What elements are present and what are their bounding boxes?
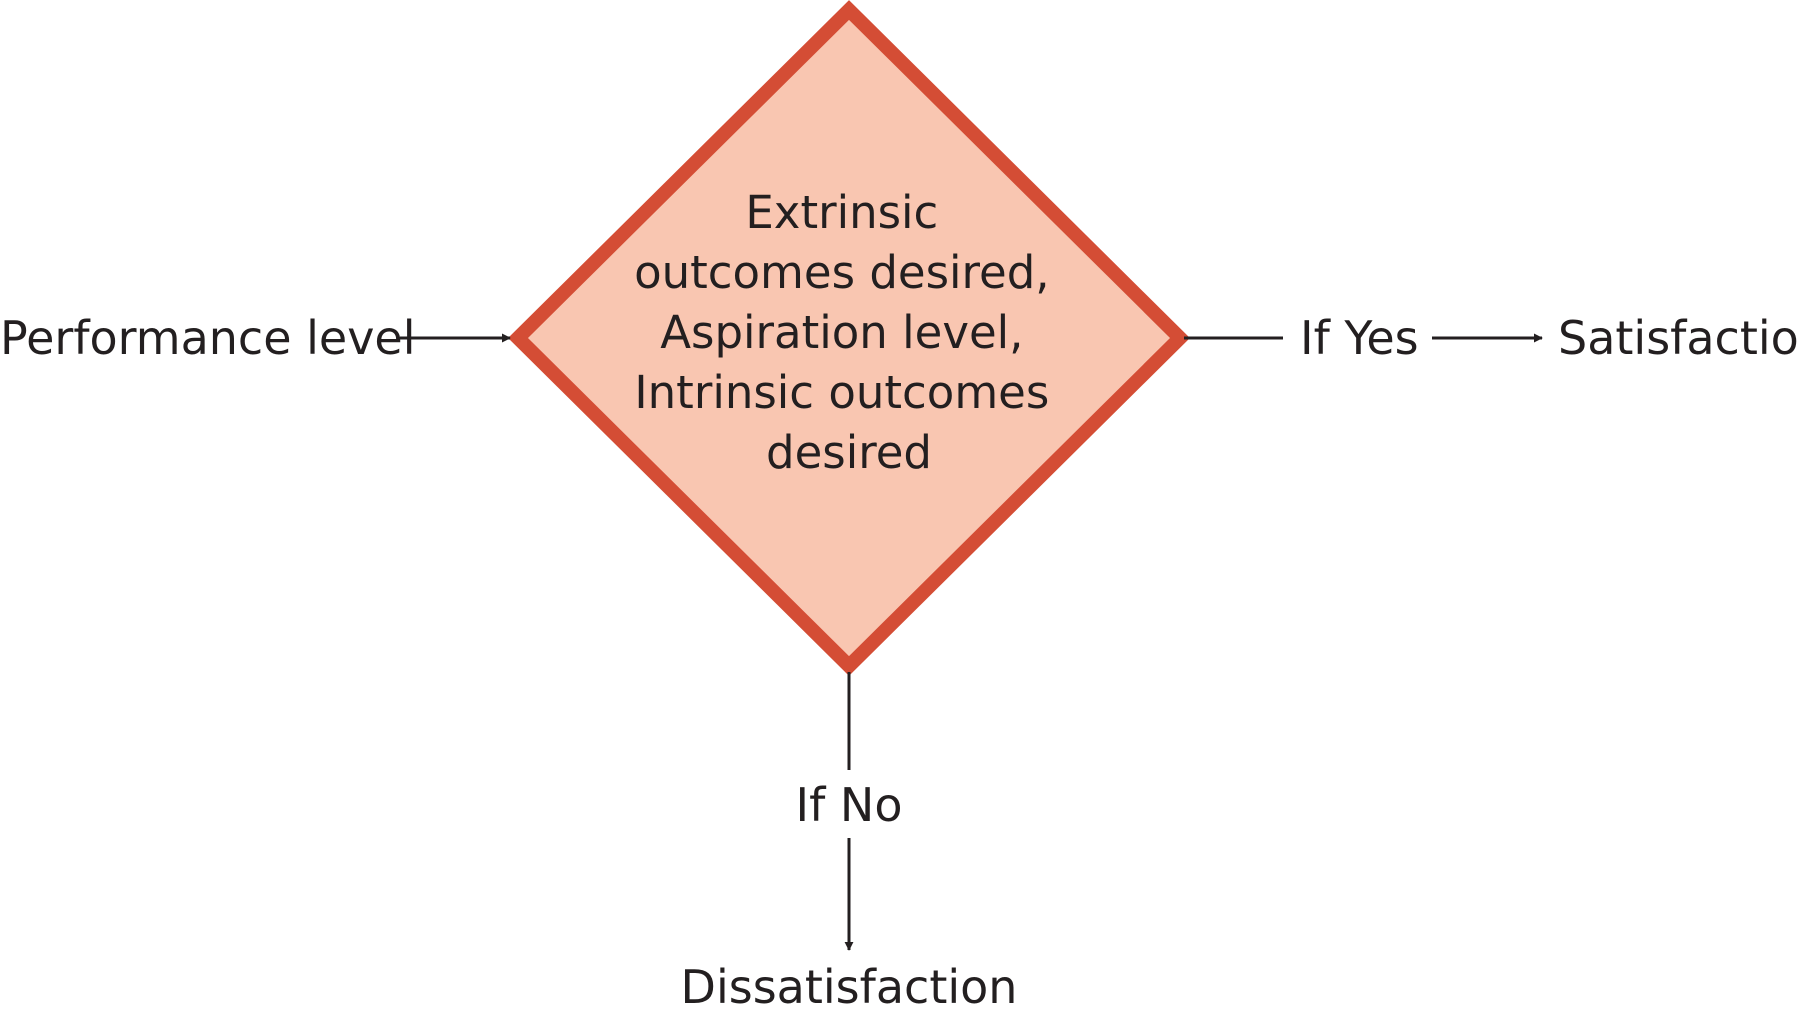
yes-outcome: Satisfaction — [1558, 311, 1798, 365]
yes-label: If Yes — [1300, 311, 1419, 365]
decision-line-5: desired — [766, 426, 932, 479]
decision-line-3: Aspiration level, — [660, 306, 1023, 359]
input-label: Performance level — [0, 311, 416, 365]
decision-line-1: Extrinsic — [745, 186, 938, 239]
decision-diamond — [508, 0, 1190, 676]
decision-line-4: Intrinsic outcomes — [634, 366, 1049, 419]
decision-text: Extrinsic outcomes desired, Aspiration l… — [634, 186, 1064, 479]
no-label: If No — [796, 778, 903, 832]
no-outcome: Dissatisfaction — [681, 960, 1018, 1014]
decision-line-2: outcomes desired, — [634, 246, 1050, 299]
